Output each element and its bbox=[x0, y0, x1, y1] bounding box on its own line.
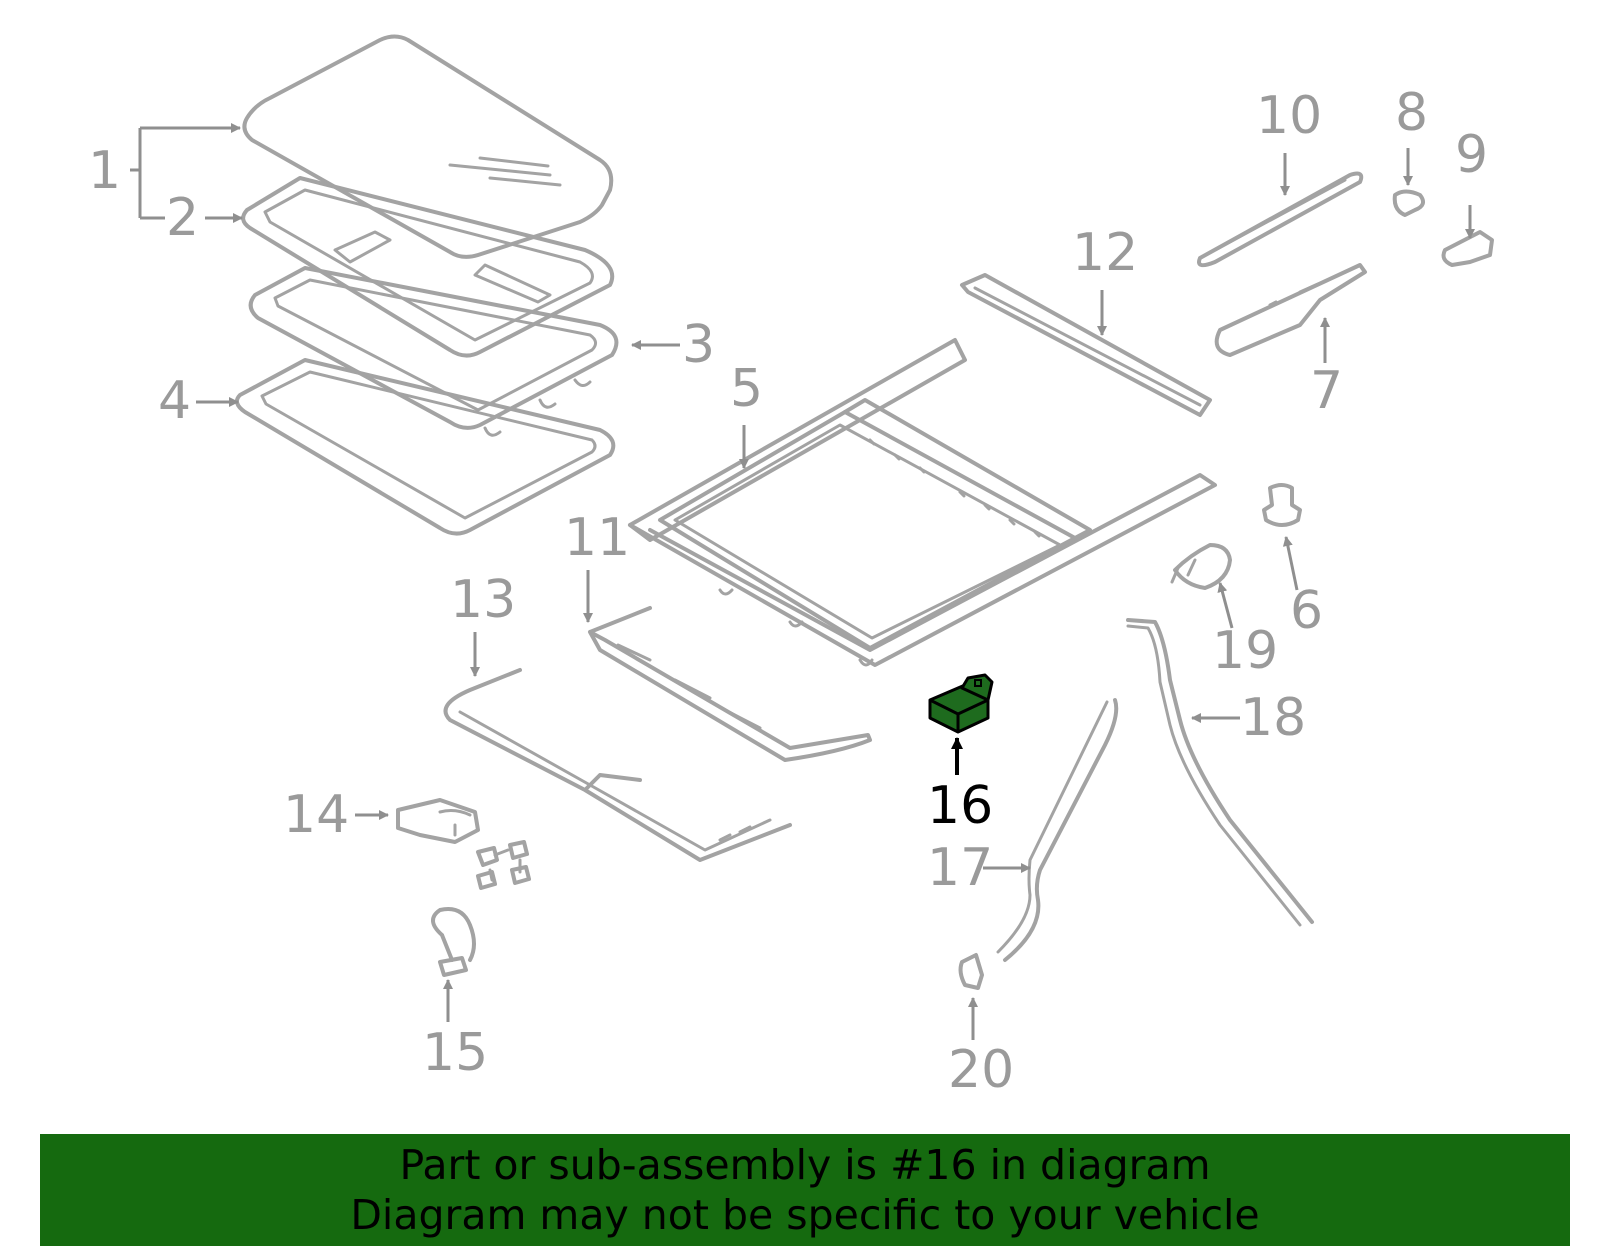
callout-labels: 1 2 3 4 5 6 7 8 9 10 11 12 13 14 15 16 1… bbox=[88, 83, 1488, 1100]
callout-19: 19 bbox=[1212, 621, 1278, 681]
callout-16: 16 bbox=[927, 776, 993, 836]
banner-line-2: Diagram may not be specific to your vehi… bbox=[350, 1191, 1260, 1239]
bracket-part-9 bbox=[1441, 230, 1494, 267]
callout-1: 1 bbox=[88, 141, 121, 201]
banner-line-1: Part or sub-assembly is #16 in diagram bbox=[399, 1141, 1211, 1189]
callout-20: 20 bbox=[948, 1040, 1014, 1100]
callout-2: 2 bbox=[166, 188, 199, 248]
clip-part-19 bbox=[1170, 543, 1232, 590]
callout-15: 15 bbox=[422, 1023, 488, 1083]
callout-17: 17 bbox=[927, 838, 993, 898]
callout-8: 8 bbox=[1395, 83, 1428, 143]
drain-hose-part-17 bbox=[996, 698, 1119, 962]
callout-12: 12 bbox=[1072, 223, 1138, 283]
callout-9: 9 bbox=[1455, 125, 1488, 185]
callout-14: 14 bbox=[283, 785, 349, 845]
clip-part-6 bbox=[1262, 483, 1302, 527]
sunshade-part-3 bbox=[248, 266, 619, 437]
deflector-part-11 bbox=[588, 606, 872, 762]
callout-10: 10 bbox=[1256, 86, 1322, 146]
wire-harness-part-15 bbox=[431, 907, 476, 977]
rail-part-10 bbox=[1197, 171, 1364, 268]
drain-hose-part-18 bbox=[1126, 618, 1314, 927]
info-banner: Part or sub-assembly is #16 in diagram D… bbox=[40, 1134, 1570, 1246]
callout-5: 5 bbox=[730, 359, 763, 419]
bracket-part-7 bbox=[1214, 263, 1367, 357]
sunroof-housing-part-5 bbox=[628, 338, 1217, 667]
callout-18: 18 bbox=[1240, 688, 1306, 748]
highlighted-part-16[interactable] bbox=[928, 673, 994, 734]
callout-13: 13 bbox=[450, 570, 516, 630]
callout-4: 4 bbox=[158, 371, 191, 431]
callout-3: 3 bbox=[682, 315, 715, 375]
callout-11: 11 bbox=[564, 508, 630, 568]
guide-rail-part-12 bbox=[960, 273, 1212, 417]
clip-part-20 bbox=[958, 953, 984, 990]
callout-6: 6 bbox=[1290, 581, 1323, 641]
callout-7: 7 bbox=[1310, 361, 1343, 421]
glass-panel-part-1 bbox=[242, 34, 614, 259]
drive-cable-part-13 bbox=[443, 668, 792, 862]
leader-lines bbox=[130, 128, 1475, 1040]
small-clip-part-8 bbox=[1392, 189, 1426, 217]
motor-part-14 bbox=[396, 798, 531, 890]
